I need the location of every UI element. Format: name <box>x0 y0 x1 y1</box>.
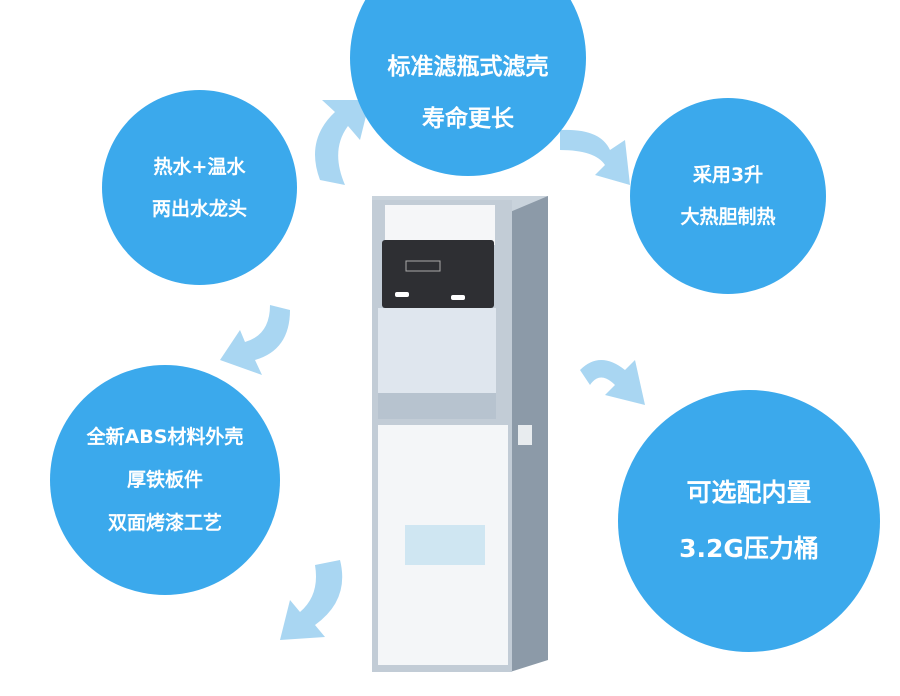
water-dispenser-image <box>372 196 548 672</box>
feature-text: 标准滤瓶式滤壳 <box>387 54 549 80</box>
feature-circle-tank: 可选配内置 3.2G压力桶 <box>618 390 880 652</box>
feature-text: 双面烤漆工艺 <box>107 511 222 534</box>
feature-text: 全新ABS材料外壳 <box>86 425 244 448</box>
curved-arrow-icon <box>580 360 645 405</box>
feature-text: 大热胆制热 <box>680 206 776 228</box>
curved-arrow-icon <box>560 129 630 185</box>
curved-arrow-icon <box>280 560 343 640</box>
curved-arrow-icon <box>220 305 290 375</box>
curved-arrow-icon <box>315 100 370 185</box>
feature-text: 采用3升 <box>692 164 764 186</box>
feature-text: 厚铁板件 <box>126 468 203 491</box>
feature-text: 可选配内置 <box>686 478 812 507</box>
feature-text: 两出水龙头 <box>151 197 247 220</box>
feature-circle-shell: 全新ABS材料外壳 厚铁板件 双面烤漆工艺 <box>50 365 280 595</box>
feature-text: 3.2G压力桶 <box>679 534 819 563</box>
feature-text: 寿命更长 <box>422 106 514 132</box>
feature-circle-faucets: 热水+温水 两出水龙头 <box>102 90 297 285</box>
feature-text: 热水+温水 <box>153 155 246 178</box>
feature-circle-heater: 采用3升 大热胆制热 <box>630 98 826 294</box>
